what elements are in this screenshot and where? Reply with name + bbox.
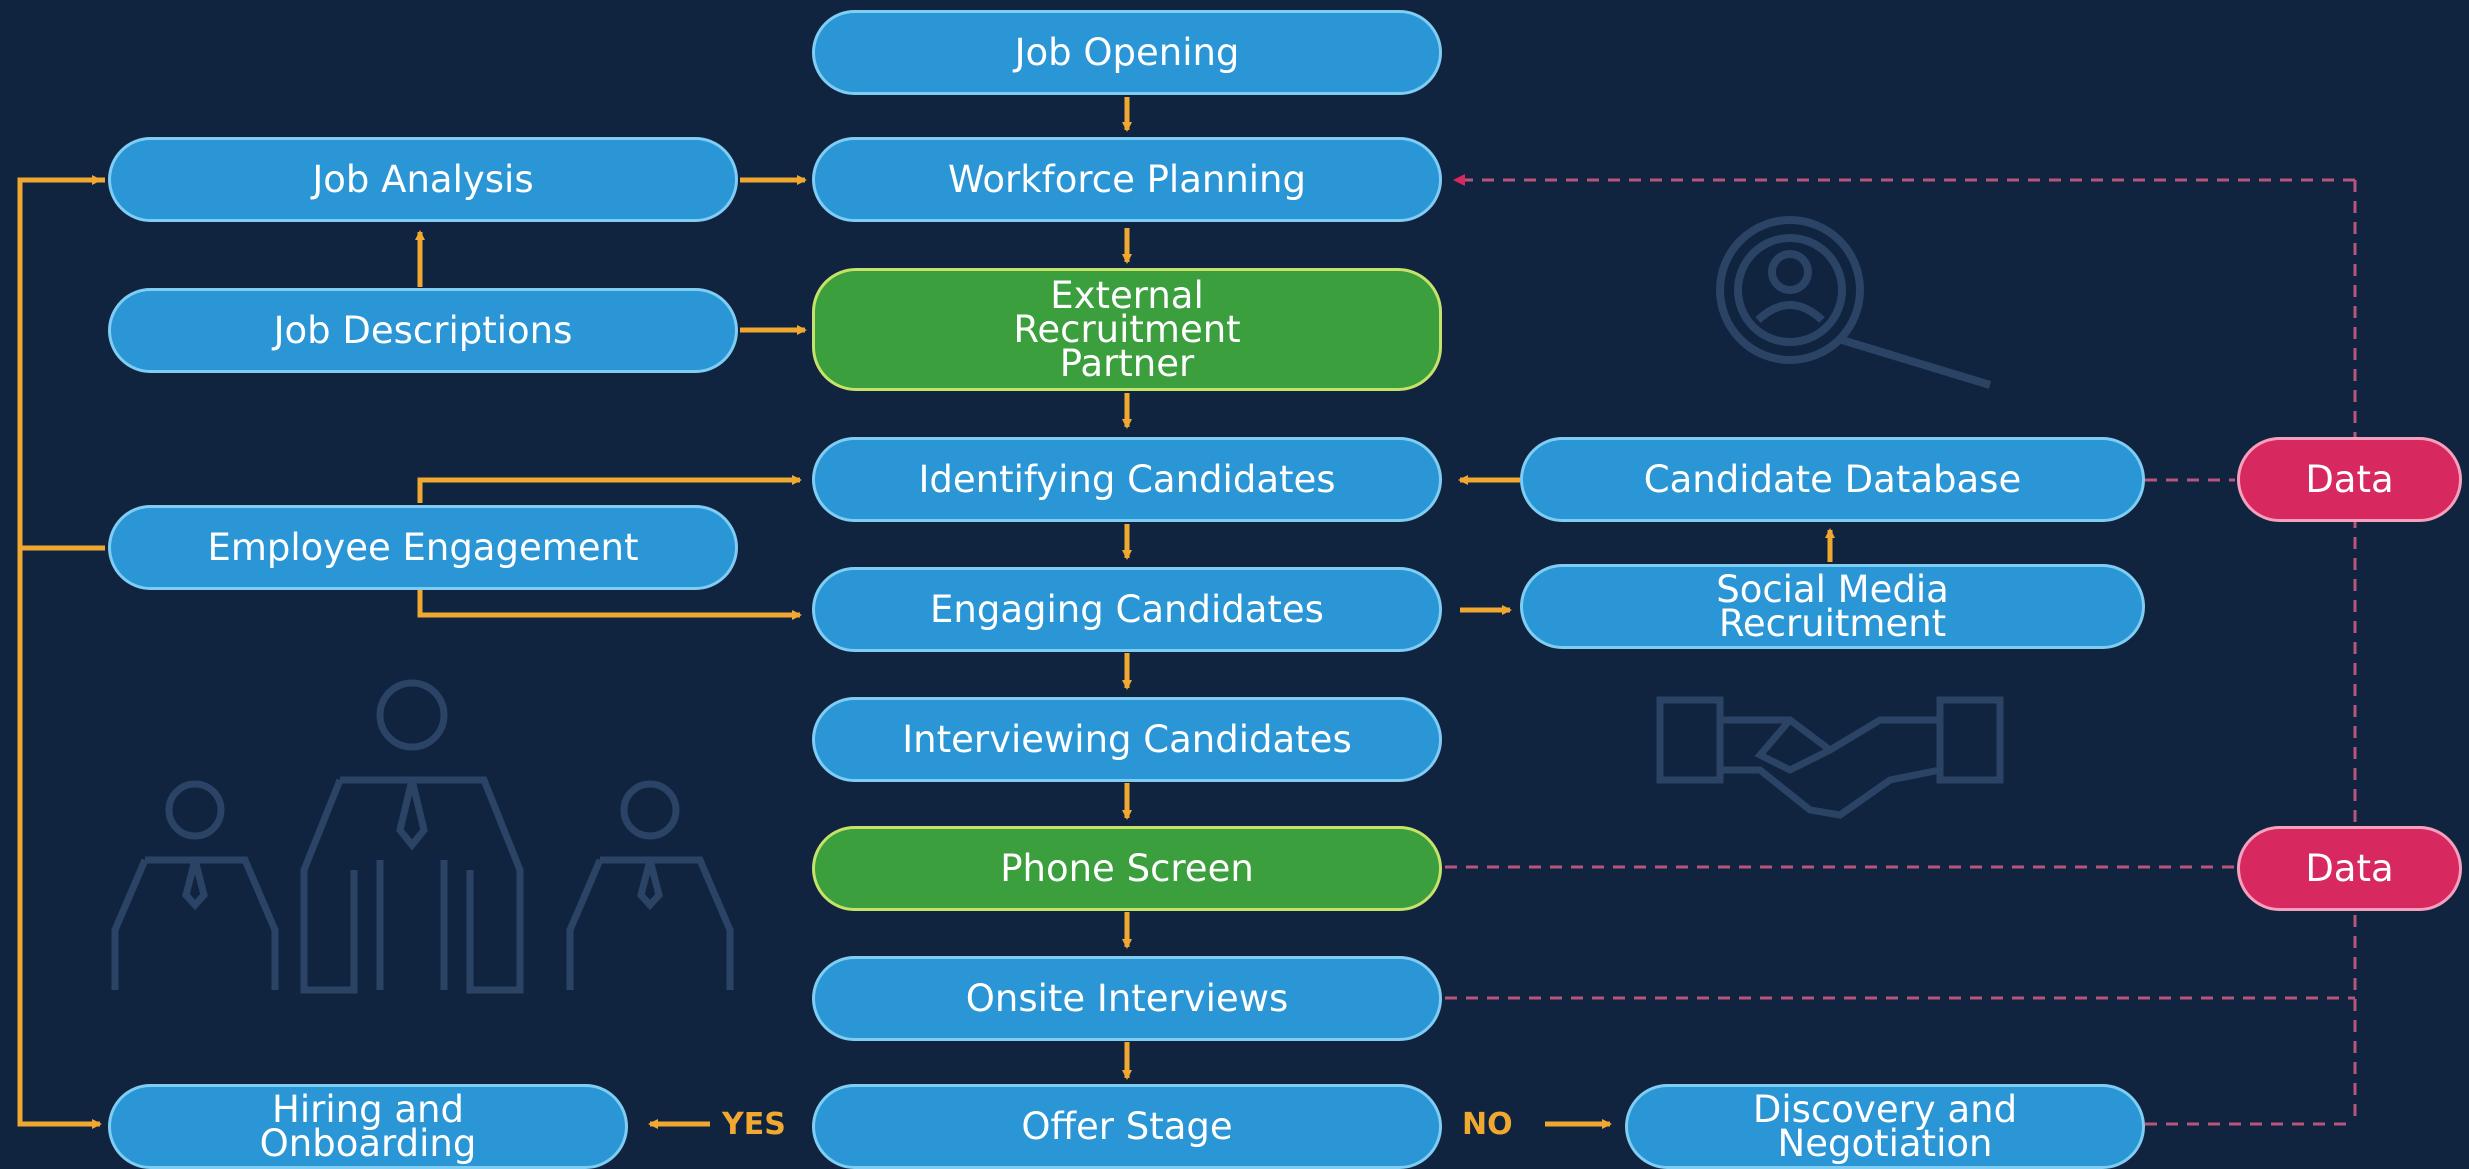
external-recruitment-partner-node[interactable]: External Recruitment Partner	[812, 268, 1442, 391]
data-badge-top[interactable]: Data	[2237, 437, 2462, 522]
job-descriptions-node[interactable]: Job Descriptions	[108, 288, 738, 373]
onsite-interviews-node[interactable]: Onsite Interviews	[812, 956, 1442, 1041]
data-badge-bottom[interactable]: Data	[2237, 826, 2462, 911]
flow-connectors	[17, 97, 1835, 1129]
candidate-database-node[interactable]: Candidate Database	[1520, 437, 2145, 522]
handshake-icon	[1656, 696, 2004, 819]
hiring-and-onboarding-node[interactable]: Hiring and Onboarding	[108, 1084, 628, 1169]
data-feedback-lines	[1445, 174, 2357, 1126]
discovery-and-negotiation-node[interactable]: Discovery and Negotiation	[1625, 1084, 2145, 1169]
social-media-recruitment-node[interactable]: Social Media Recruitment	[1520, 564, 2145, 649]
search-person-icon	[1716, 216, 1992, 389]
yes-branch-label: YES	[722, 1107, 786, 1142]
offer-stage-node[interactable]: Offer Stage	[812, 1084, 1442, 1169]
interviewing-candidates-node[interactable]: Interviewing Candidates	[812, 697, 1442, 782]
engaging-candidates-node[interactable]: Engaging Candidates	[812, 567, 1442, 652]
no-branch-label: NO	[1462, 1107, 1513, 1142]
family-icon	[111, 679, 734, 994]
identifying-candidates-node[interactable]: Identifying Candidates	[812, 437, 1442, 522]
workforce-planning-node[interactable]: Workforce Planning	[812, 137, 1442, 222]
phone-screen-node[interactable]: Phone Screen	[812, 826, 1442, 911]
job-opening-node[interactable]: Job Opening	[812, 10, 1442, 95]
employee-engagement-node[interactable]: Employee Engagement	[108, 505, 738, 590]
job-analysis-node[interactable]: Job Analysis	[108, 137, 738, 222]
